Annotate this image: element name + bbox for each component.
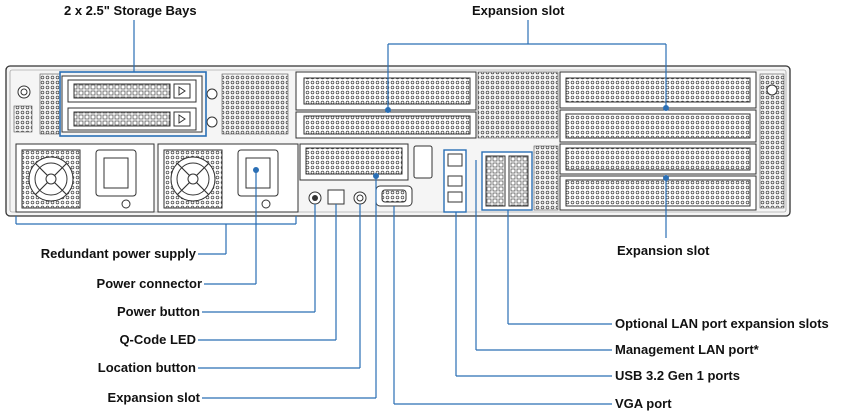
io-panel [308,145,559,213]
vga-port-label: VGA port [615,396,672,411]
storage-bays-highlight [59,71,207,137]
callout-dots [253,105,669,181]
mgmt-lan-label: Management LAN port* [615,342,759,357]
power-connector-label: Power connector [96,276,202,291]
expansion-slot-bottom-label: Expansion slot [107,390,200,405]
power-button-label: Power button [116,304,200,319]
expansion-slot-top-label: Expansion slot [472,3,565,18]
storage-bays [61,73,289,135]
left-ear [13,73,61,135]
redundant-psu-label: Redundant power supply [40,246,196,261]
usb-ports-label: USB 3.2 Gen 1 ports [615,368,740,383]
location-button-label: Location button [97,360,196,375]
optional-lan-label: Optional LAN port expansion slots [615,316,829,331]
callout-lines [15,20,667,405]
pcie-center [295,71,559,181]
pcie-right [559,71,785,211]
power-supplies [15,143,299,213]
expansion-slot-right-label: Expansion slot [617,243,710,258]
qcode-led-label: Q-Code LED [119,332,196,347]
storage-bays-label: 2 x 2.5" Storage Bays [64,3,197,18]
